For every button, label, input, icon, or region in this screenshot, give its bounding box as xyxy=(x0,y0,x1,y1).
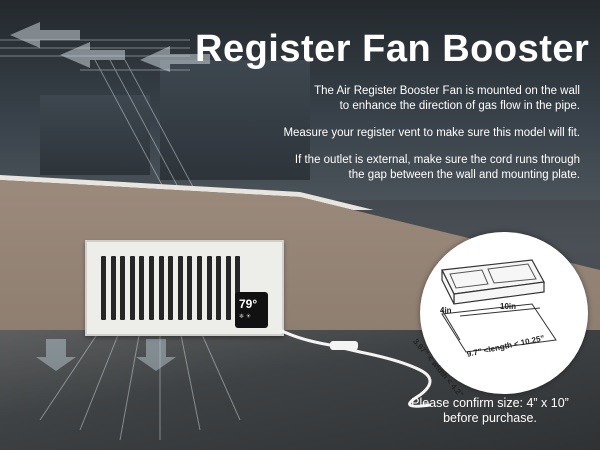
display-temperature: 79° xyxy=(239,297,258,311)
airflow-arrow-3 xyxy=(60,42,125,68)
vent-slot xyxy=(120,256,126,320)
vent-slot xyxy=(139,256,145,320)
duct-panel-center xyxy=(160,60,310,180)
display-mode-icons: ❄ ☀ xyxy=(239,314,252,320)
description-line-2: to enhance the direction of gas flow in … xyxy=(339,100,580,112)
airflow-arrow-2 xyxy=(140,46,210,72)
fan-box-compartment-left xyxy=(449,269,489,289)
airflow-arrows xyxy=(0,22,210,200)
vent-airflow-line-6 xyxy=(199,329,241,421)
cutout-outline xyxy=(441,303,557,353)
vent-airflow-line-2 xyxy=(79,329,121,431)
vent-airflow-line-1 xyxy=(39,329,101,421)
confirm-line-1: Please confirm size: 4” x 10” xyxy=(411,396,569,410)
vent-slot xyxy=(129,256,135,320)
vent-slot xyxy=(177,256,183,320)
vent-slot xyxy=(197,256,202,320)
vent-slot xyxy=(225,256,231,320)
fan-box-front xyxy=(441,269,455,305)
confirm-size-note: Please confirm size: 4” x 10” before pur… xyxy=(400,396,580,426)
dimension-badge: 10in 4in 3.97” < width < 4.2” 9.7” <leng… xyxy=(411,232,588,399)
duct-panel-left xyxy=(40,95,150,175)
vent-airflow-arrow-1 xyxy=(36,339,76,371)
vent-slots xyxy=(101,256,271,320)
page-title: Register Fan Booster xyxy=(195,28,590,70)
airflow-line-6 xyxy=(109,59,186,200)
airflow-arrow-1 xyxy=(10,22,80,48)
vent-airflow-arrow-2 xyxy=(136,339,176,371)
description-line-3: Measure your register vent to make sure … xyxy=(283,127,580,139)
vent-slot xyxy=(216,256,222,320)
fan-box-compartment-right xyxy=(487,263,537,284)
description-line-1: The Air Register Booster Fan is mounted … xyxy=(314,85,580,97)
dim-top-length: 10in xyxy=(500,302,517,311)
vent-slot xyxy=(168,256,174,320)
dimension-diagram xyxy=(441,259,557,353)
vent-slot xyxy=(101,256,106,320)
confirm-line-2: before purchase. xyxy=(443,411,537,425)
fan-display: 79° ❄ ☀ xyxy=(235,292,268,328)
dim-line-width xyxy=(441,309,461,341)
vent-airflow-line-5 xyxy=(179,329,201,431)
dim-line-length xyxy=(459,307,541,317)
description-line-5: the gap between the wall and mounting pl… xyxy=(348,169,580,181)
airflow-line-7 xyxy=(124,59,201,200)
vent-slot xyxy=(110,256,116,320)
vent-slot xyxy=(158,256,164,320)
airflow-line-5 xyxy=(94,59,171,200)
vent-slot xyxy=(235,256,241,320)
vent-slot xyxy=(187,256,193,320)
vent-slot xyxy=(149,256,154,320)
description-line-4: If the outlet is external, make sure the… xyxy=(294,154,580,166)
vent-airflow-line-3 xyxy=(119,329,141,441)
vent-slot xyxy=(206,256,212,320)
dim-top-width: 4in xyxy=(440,306,452,315)
